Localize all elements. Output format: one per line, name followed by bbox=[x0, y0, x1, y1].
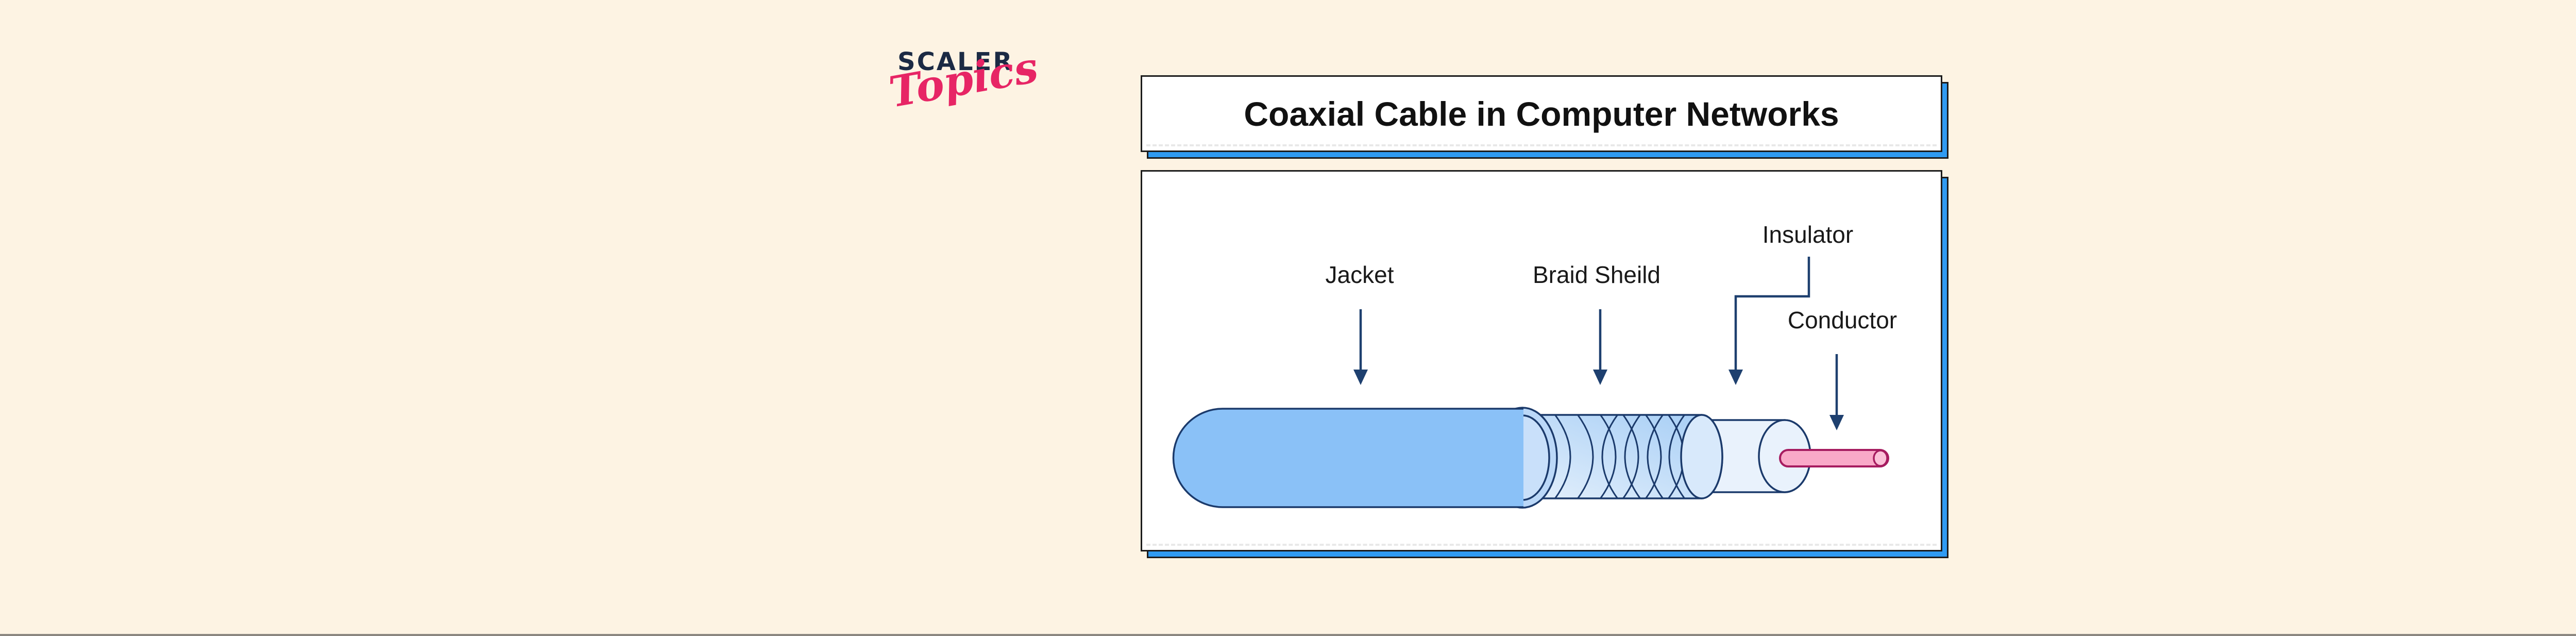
title-card: Coaxial Cable in Computer Networks bbox=[1141, 75, 1942, 152]
label-conductor: Conductor bbox=[1787, 307, 1897, 333]
label-jacket: Jacket bbox=[1325, 261, 1394, 288]
bottom-edge-line bbox=[0, 634, 2576, 636]
insulator-arrow bbox=[1728, 257, 1810, 385]
conductor-arrow bbox=[1829, 354, 1844, 430]
label-insulator: Insulator bbox=[1762, 221, 1854, 248]
label-braid-shield: Braid Sheild bbox=[1532, 261, 1661, 288]
conductor-shape bbox=[1779, 449, 1889, 467]
dashed-divider bbox=[1146, 544, 1937, 546]
scaler-wordmark: SCALER bbox=[897, 47, 1014, 76]
scaler-topics-logo: SCALER Topics bbox=[886, 43, 1042, 118]
coaxial-cable-illustration bbox=[1172, 257, 1889, 509]
braid-shield-arrow bbox=[1593, 309, 1607, 385]
jacket-shape bbox=[1172, 408, 1523, 508]
braid-shield-shape bbox=[1501, 414, 1723, 499]
jacket-arrow bbox=[1353, 309, 1368, 385]
dashed-divider bbox=[1146, 144, 1937, 146]
pointer-arrows bbox=[1353, 257, 1844, 430]
diagram-card: Jacket Braid Sheild Insulator Conductor bbox=[1141, 170, 1942, 551]
page-title: Coaxial Cable in Computer Networks bbox=[1244, 94, 1839, 133]
braid-end-ring bbox=[1680, 414, 1723, 499]
